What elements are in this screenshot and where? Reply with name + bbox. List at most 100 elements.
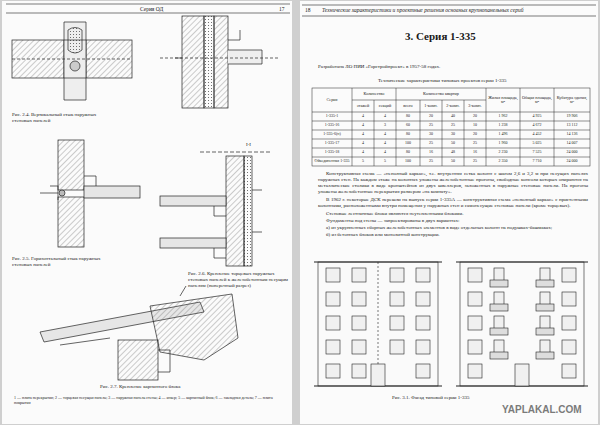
table-header-cell: Количество bbox=[352, 88, 396, 100]
figure-legend-note: 1 — плита перекрытия; 2 — торцевая несущ… bbox=[14, 395, 284, 405]
running-header: Серия ОД bbox=[140, 6, 163, 13]
table-cell: 25 bbox=[464, 157, 486, 166]
table-cell: 5 bbox=[374, 157, 396, 166]
table-header-cell: Серия bbox=[312, 88, 352, 112]
table-cell: 4 452 bbox=[520, 130, 554, 139]
table-cell: 1 238 bbox=[486, 121, 520, 130]
table-cell: 2 350 bbox=[486, 157, 520, 166]
table-cell: 16 bbox=[420, 148, 442, 157]
table-cell: 14 136 bbox=[554, 130, 590, 139]
table-cell: 20 bbox=[464, 130, 486, 139]
table-header-cell: 3-комн. bbox=[464, 100, 486, 112]
body-text: Разработана ЛО ПИИ «Горстройпроект» в 19… bbox=[318, 64, 588, 70]
table-cell: 60 bbox=[396, 121, 420, 130]
table-cell: 4 672 bbox=[520, 121, 554, 130]
table-cell: 4 bbox=[352, 112, 374, 121]
table-grid bbox=[312, 88, 590, 166]
table-cell: 20 bbox=[464, 112, 486, 121]
cornice-block-drawing bbox=[40, 286, 238, 380]
table-cell: 1-335-1 bbox=[312, 112, 352, 121]
running-header: Технические характеристики и проектные р… bbox=[322, 7, 523, 14]
table-cell: 50 bbox=[442, 157, 464, 166]
table-cell: 50 bbox=[442, 139, 464, 148]
table-header-cell: Кубатура здания, м³ bbox=[554, 88, 590, 112]
table-cell: 13 112 bbox=[554, 121, 590, 130]
table-cell: 4 bbox=[352, 148, 374, 157]
table-cell: 4 925 bbox=[520, 112, 554, 121]
table-header-cell: всего bbox=[396, 100, 420, 112]
table-cell: 1-335-6(н) bbox=[312, 130, 352, 139]
table-header-cell: Количество квартир bbox=[396, 88, 486, 100]
table-cell: 40 bbox=[442, 112, 464, 121]
table-cell: 1 496 bbox=[486, 130, 520, 139]
table-cell: 30 bbox=[420, 130, 442, 139]
table-title: Технические характеристики типовых проек… bbox=[378, 78, 578, 84]
table-cell: 1-335-18 bbox=[312, 148, 352, 157]
table-cell: 1-335-16 bbox=[312, 121, 352, 130]
table-cell: 4 bbox=[352, 139, 374, 148]
header-rules bbox=[6, 4, 596, 16]
facade-right bbox=[456, 262, 588, 386]
table-cell: 4 bbox=[374, 139, 396, 148]
table-header-cell: этажей bbox=[352, 100, 374, 112]
table-cell: 1-335-17 bbox=[312, 139, 352, 148]
table-header-cell: 1-комн. bbox=[420, 100, 442, 112]
body-text: б) из бетонных блоков или монолитной кон… bbox=[318, 232, 588, 238]
section-title: 3. Серия 1-335 bbox=[405, 30, 476, 43]
body-text: Стеновые лестничные блоки являются неуте… bbox=[318, 211, 588, 217]
vertical-joint-drawing bbox=[12, 16, 280, 108]
table-cell: 80 bbox=[396, 148, 420, 157]
table-cell: 100 bbox=[396, 157, 420, 166]
table-cell: 4 bbox=[374, 112, 396, 121]
table-cell: 7 710 bbox=[520, 157, 554, 166]
table-cell: 25 bbox=[442, 121, 464, 130]
figure-caption: Рис. 3.1. Фасад типовой серии 1-335 bbox=[392, 395, 502, 401]
section-mark: I-I bbox=[246, 142, 251, 148]
table-cell: 25 bbox=[464, 139, 486, 148]
table-cell: 25 bbox=[420, 139, 442, 148]
table-cell: 80 bbox=[396, 112, 420, 121]
body-text: а) из укрупненных сборных железобетонных… bbox=[318, 225, 588, 231]
table-cell: 4 bbox=[352, 130, 374, 139]
table-header-cell: 2-комн. bbox=[442, 100, 464, 112]
table-cell: 7 525 bbox=[520, 148, 554, 157]
table-cell: 14 007 bbox=[554, 139, 590, 148]
end-panel-fixing-drawing bbox=[160, 152, 270, 266]
body-text: Фундаменты под стены — запроектированы в… bbox=[318, 218, 588, 224]
table-cell: 10 bbox=[464, 121, 486, 130]
table-cell: 24 000 bbox=[554, 148, 590, 157]
page-number: 17 bbox=[279, 6, 285, 13]
table-cell: 3 bbox=[374, 121, 396, 130]
table-cell: 1 960 bbox=[486, 139, 520, 148]
table-cell: 4 bbox=[374, 148, 396, 157]
table-cell: 1 962 bbox=[486, 112, 520, 121]
figure-caption: Рис. 2.5. Горизонтальный стык наружных с… bbox=[12, 256, 104, 268]
table-cell: 80 bbox=[396, 130, 420, 139]
table-cell: 20 bbox=[420, 112, 442, 121]
table-cell: 16 bbox=[464, 148, 486, 157]
figure-caption: Рис. 2.4. Вертикальный стык наружных сте… bbox=[12, 112, 104, 124]
table-cell: 5 025 bbox=[520, 139, 554, 148]
table-cell: 4 bbox=[352, 121, 374, 130]
table-cell: 19 906 bbox=[554, 112, 590, 121]
table-header-cell: Общая площадь, м² bbox=[520, 88, 554, 112]
table-header-cell: секций bbox=[374, 100, 396, 112]
table-cell: 25 bbox=[420, 157, 442, 166]
figure-caption: Рис. 2.6. Крепление торцевых наружных ст… bbox=[188, 271, 288, 289]
table-cell: 5 bbox=[352, 157, 374, 166]
table-cell: Объединенная 1-335 bbox=[312, 157, 352, 166]
figure-caption: Рис. 2.7. Крепление карнизного блока bbox=[100, 384, 250, 390]
table-cell: 4 bbox=[374, 130, 396, 139]
body-text: Конструктивная схема — «неполный каркас»… bbox=[318, 171, 588, 195]
facade-left bbox=[314, 262, 442, 386]
table-cell: 100 bbox=[396, 139, 420, 148]
table-cell: 25 bbox=[420, 121, 442, 130]
table-cell: 24 000 bbox=[554, 157, 590, 166]
body-text: В 1962 г. некоторые ДСК перешли на выпус… bbox=[318, 197, 588, 209]
table-cell: 2 230 bbox=[486, 148, 520, 157]
table-cell: 30 bbox=[442, 130, 464, 139]
watermark: YAPLAKAL.COM bbox=[502, 404, 582, 416]
horizontal-joint-drawing bbox=[40, 140, 140, 247]
